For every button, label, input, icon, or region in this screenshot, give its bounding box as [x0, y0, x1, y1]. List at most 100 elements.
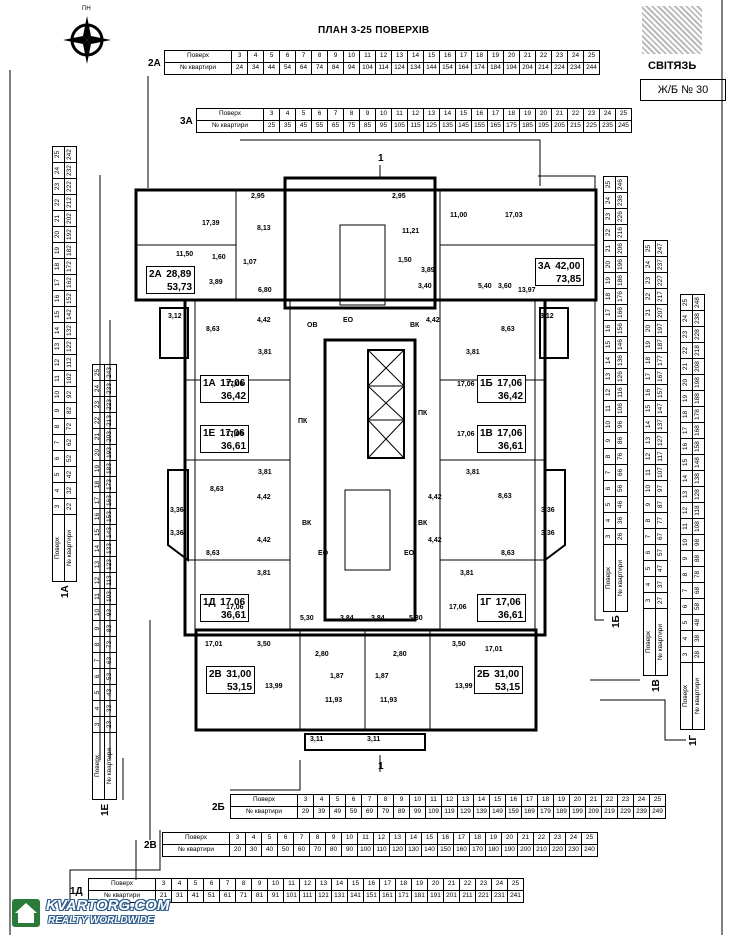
apt-cell: 64	[295, 62, 312, 75]
floor-cell: 23	[92, 396, 105, 413]
apt-cell: 165	[487, 120, 504, 133]
apt-cell: 74	[311, 62, 328, 75]
apt-cell: 223	[104, 396, 117, 413]
floor-cell: 4	[643, 576, 656, 593]
apt-cell: 158	[692, 438, 705, 455]
apt-cell: 61	[219, 890, 236, 903]
apt-cell: 106	[615, 400, 628, 417]
apt-cell: 190	[501, 844, 518, 857]
apt-cell: 225	[583, 120, 600, 133]
floor-cell: 14	[405, 832, 422, 845]
apartment-3a: 3А 42,00 73,85	[535, 258, 585, 286]
floor-cell: 19	[485, 832, 502, 845]
floor-cell: 17	[643, 368, 656, 385]
apt-cell: 48	[692, 614, 705, 631]
floor-cell: 18	[471, 50, 488, 63]
table-tag: 1Б	[611, 615, 622, 628]
apt-cell: 218	[692, 342, 705, 359]
floor-cell: 19	[643, 336, 656, 353]
floor-cell: 25	[583, 50, 600, 63]
floor-cell: 6	[279, 50, 296, 63]
floor-cell: 21	[585, 794, 602, 807]
floor-cell: 14	[680, 470, 693, 487]
apt-cell: 181	[411, 890, 428, 903]
room-area-label: 2,80	[315, 651, 329, 658]
apt-cell: 99	[409, 806, 426, 819]
floor-cell: 20	[52, 226, 65, 243]
floor-cell: 23	[551, 50, 568, 63]
apt-cell: 175	[503, 120, 520, 133]
apt-cell: 149	[489, 806, 506, 819]
apt-cell: 27	[655, 592, 668, 609]
apt-cell: 231	[491, 890, 508, 903]
apt-cell: 40	[261, 844, 278, 857]
apt-cell: 69	[361, 806, 378, 819]
apt-cell: 100	[357, 844, 374, 857]
floor-cell: 9	[393, 794, 410, 807]
floor-cell: 13	[457, 794, 474, 807]
floor-cell: 17	[52, 274, 65, 291]
apt-area-total: 36,61	[221, 610, 247, 621]
apt-cell: 198	[692, 374, 705, 391]
floor-cell: 7	[219, 878, 236, 891]
apt-cell: 120	[389, 844, 406, 857]
floor-cell: 15	[489, 794, 506, 807]
floor-cell: 10	[92, 604, 105, 621]
apt-cell: 135	[439, 120, 456, 133]
floor-cell: 21	[443, 878, 460, 891]
apt-cell: 114	[375, 62, 392, 75]
apt-cell: 224	[551, 62, 568, 75]
apt-cell: 186	[615, 272, 628, 289]
apt-cell: 246	[615, 176, 628, 193]
floor-cell: 6	[603, 480, 616, 497]
floor-cell: 20	[535, 108, 552, 121]
floor-cell: 17	[92, 492, 105, 509]
apt-cell: 238	[692, 310, 705, 327]
row-label: Поверх	[603, 544, 616, 612]
room-area-label: 17,06	[457, 431, 475, 438]
row-label: № квартири	[104, 732, 117, 800]
floor-cell: 15	[421, 832, 438, 845]
apt-cell: 117	[655, 448, 668, 465]
floor-cell: 14	[439, 108, 456, 121]
floor-cell: 4	[92, 700, 105, 717]
watermark-title: KVARTORG.COM	[46, 897, 170, 914]
floor-cell: 11	[603, 400, 616, 417]
apt-cell: 226	[615, 208, 628, 225]
floor-cell: 11	[357, 832, 374, 845]
apt-cell: 76	[615, 448, 628, 465]
apt-cell: 173	[104, 476, 117, 493]
row-label: Поверх	[164, 50, 232, 63]
apt-cell: 217	[655, 288, 668, 305]
floor-cell: 25	[581, 832, 598, 845]
table-tag: 2В	[144, 840, 157, 851]
brand-name: СВІТЯЗЬ	[648, 60, 697, 72]
apt-cell: 128	[692, 486, 705, 503]
watermark-house-icon	[12, 899, 40, 927]
room-area-label: 3,36	[170, 507, 184, 514]
row-label: № квартири	[64, 514, 77, 582]
floor-cell: 7	[52, 434, 65, 451]
apt-cell: 28	[692, 646, 705, 663]
apt-cell: 216	[615, 224, 628, 241]
floor-cell: 22	[567, 108, 584, 121]
apt-cell: 157	[655, 384, 668, 401]
floor-cell: 18	[503, 108, 520, 121]
floor-cell: 12	[299, 878, 316, 891]
apt-cell: 222	[64, 178, 77, 195]
room-area-label: 1,50	[398, 257, 412, 264]
apt-cell: 244	[583, 62, 600, 75]
table-tag: 1Г	[688, 734, 699, 746]
apt-cell: 172	[64, 258, 77, 275]
room-area-label: 8,63	[206, 550, 220, 557]
room-area-label: 6,80	[258, 287, 272, 294]
floor-cell: 17	[603, 304, 616, 321]
floor-cell: 8	[377, 794, 394, 807]
